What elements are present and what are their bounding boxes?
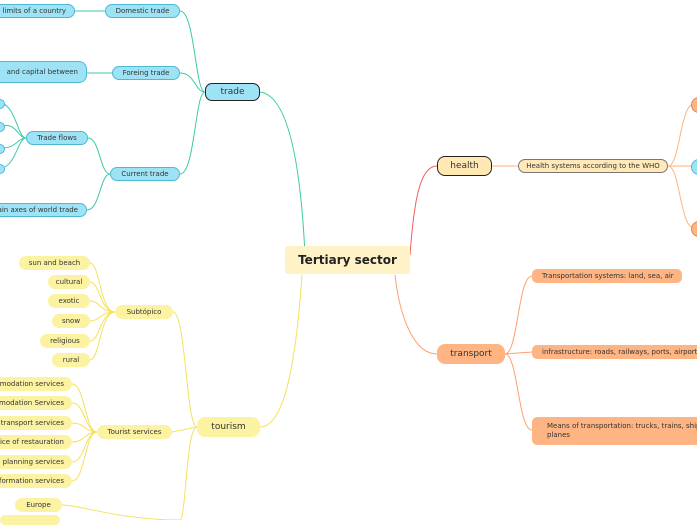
node-tourist-services[interactable]: Tourist services xyxy=(97,425,172,439)
node-foreing-detail[interactable]: and capital between xyxy=(0,61,87,83)
tourist-service-item[interactable]: ice of restauration xyxy=(0,435,72,449)
node-foreing-trade[interactable]: Foreing trade xyxy=(112,66,180,80)
branch-transport[interactable]: transport xyxy=(437,344,505,364)
node-tourism-partial[interactable] xyxy=(0,515,60,525)
tourist-service-item[interactable]: modation services xyxy=(0,377,72,391)
node-subtopico[interactable]: Subtópico xyxy=(115,305,173,319)
tourist-service-item[interactable]: modation Services xyxy=(0,396,72,410)
branch-trade[interactable]: trade xyxy=(205,83,260,101)
node-transport-means[interactable]: Means of transportation: trucks, trains,… xyxy=(532,417,697,445)
node-europe[interactable]: Europe xyxy=(15,498,62,512)
node-trade-flows[interactable]: Trade flows xyxy=(26,131,88,145)
subtopico-item[interactable]: sun and beach xyxy=(19,256,90,270)
health-connectors xyxy=(409,165,438,256)
node-domestic-detail[interactable]: ne limits of a country xyxy=(0,4,75,18)
node-current-trade[interactable]: Current trade xyxy=(110,167,180,181)
subtopico-item[interactable]: religious xyxy=(40,334,90,348)
branch-health[interactable]: health xyxy=(437,156,492,176)
subtopico-item[interactable]: exotic xyxy=(48,294,90,308)
subtopico-item[interactable]: snow xyxy=(52,314,90,328)
central-topic[interactable]: Tertiary sector xyxy=(285,246,410,274)
transport-connectors xyxy=(394,274,533,431)
trade-connectors xyxy=(1,10,306,256)
node-domestic-trade[interactable]: Domestic trade xyxy=(105,4,180,18)
subtopico-item[interactable]: cultural xyxy=(48,275,90,289)
tourism-connectors xyxy=(61,262,303,520)
node-transport-systems[interactable]: Transportation systems: land, sea, air xyxy=(532,269,682,283)
node-health-systems[interactable]: Health systems according to the WHO xyxy=(518,159,668,173)
tourist-service-item[interactable]: planning services xyxy=(0,455,72,469)
tourist-service-item[interactable]: formation services xyxy=(0,474,72,488)
tourist-service-item[interactable]: transport services xyxy=(0,416,72,430)
branch-tourism[interactable]: tourism xyxy=(197,417,260,437)
subtopico-item[interactable]: rural xyxy=(52,353,90,367)
node-axes-world-trade[interactable]: ain axes of world trade xyxy=(0,203,87,217)
health-sub-connectors xyxy=(492,103,695,229)
node-transport-infrastructure[interactable]: infrastructure: roads, railways, ports, … xyxy=(532,345,697,359)
